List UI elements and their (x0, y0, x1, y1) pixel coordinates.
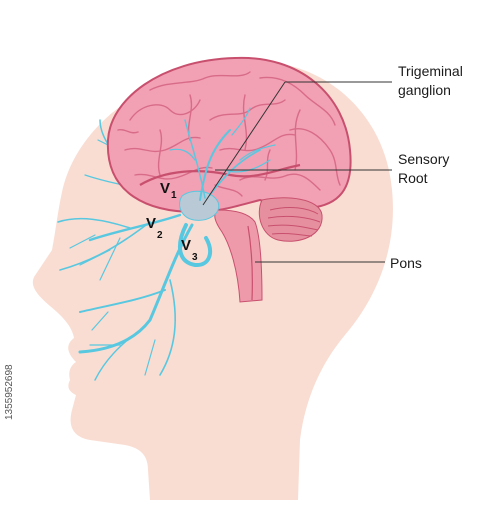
svg-text:3: 3 (192, 252, 198, 263)
svg-text:V: V (160, 180, 170, 197)
svg-text:V: V (146, 215, 156, 232)
label-trigeminal-ganglion-line1: Trigeminal (398, 63, 463, 79)
svg-text:1: 1 (171, 190, 177, 201)
svg-text:V: V (181, 237, 191, 254)
label-v2: V 2 (146, 215, 163, 241)
stock-image-id: 1355952698 (4, 364, 15, 420)
label-sensory-root-line2: Root (398, 170, 428, 186)
label-sensory-root-line1: Sensory (398, 151, 449, 167)
label-v3: V 3 (181, 237, 198, 263)
trigeminal-ganglion (169, 107, 276, 221)
brain (106, 56, 352, 303)
label-trigeminal-ganglion-line2: ganglion (398, 82, 451, 98)
label-leader-lines (202, 81, 392, 263)
label-v1: V 1 (160, 180, 177, 201)
label-pons: Pons (390, 255, 422, 271)
brainstem (214, 209, 263, 303)
svg-text:2: 2 (157, 230, 163, 241)
